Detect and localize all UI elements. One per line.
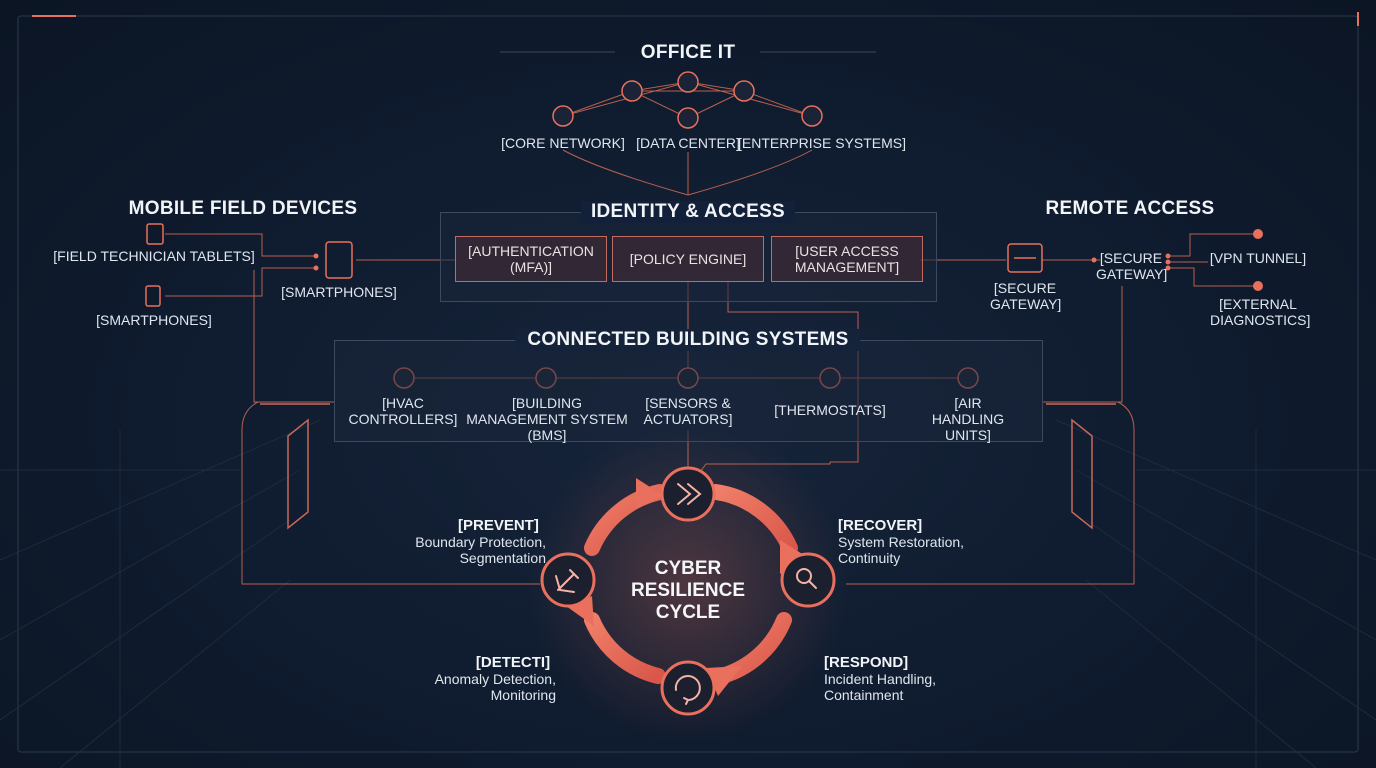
thermostats-label: [THERMOSTATS]: [774, 402, 886, 418]
gateway-icon: [1008, 244, 1042, 272]
detect-label: [DETECTI]: [475, 654, 551, 671]
enterprise-systems-label: [ENTERPRISE SYSTEMS]: [737, 135, 907, 151]
tablets-label: [FIELD TECHNICIAN TABLETS]: [53, 248, 255, 264]
authentication-box[interactable]: [AUTHENTICATION (MFA)]: [455, 236, 607, 282]
prevent-desc: Boundary Protection, Segmentation: [415, 534, 546, 566]
building-panel: [334, 340, 1043, 442]
smartphones-left-label: [SMARTPHONES]: [96, 312, 212, 328]
remote-title: REMOTE ACCESS: [1045, 198, 1215, 219]
mobile-title: MOBILE FIELD DEVICES: [128, 198, 358, 219]
identity-title: IDENTITY & ACCESS: [580, 201, 796, 223]
office-it-nodes: [552, 71, 823, 129]
recover-block: [RECOVER] System Restoration, Continuity: [838, 517, 978, 566]
smartphones-hub-label: [SMARTPHONES]: [281, 284, 397, 300]
cycle-nodes: [540, 466, 836, 716]
gateway-node-label: [SECURE GATEWAY]: [990, 280, 1062, 312]
device-icons: [145, 223, 1043, 307]
frame: [17, 12, 1359, 753]
user-access-box[interactable]: [USER ACCESS MANAGEMENT]: [771, 236, 923, 282]
hvac-label: [HVAC CONTROLLERS]: [348, 395, 458, 427]
user-access-label: [USER ACCESS MANAGEMENT]: [794, 243, 900, 275]
mobile-connectors: [165, 233, 540, 585]
tablet-icon: [147, 224, 163, 244]
smartphone-hub-icon: [326, 242, 352, 278]
office-it-title: OFFICE IT: [640, 42, 736, 63]
remote-connectors: [846, 233, 1258, 585]
side-panels: [260, 403, 1116, 530]
policy-engine-label: [POLICY ENGINE]: [629, 251, 747, 267]
recover-desc: System Restoration, Continuity: [838, 534, 965, 566]
cycle-node-icons: [555, 483, 817, 705]
authentication-label: [AUTHENTICATION (MFA)]: [468, 243, 594, 275]
respond-block: [RESPOND] Incident Handling, Containment: [824, 654, 954, 703]
respond-desc: Incident Handling, Containment: [824, 671, 937, 703]
cycle-title: CYBER RESILIENCE CYCLE: [630, 558, 746, 623]
prevent-label: [PREVENT]: [458, 517, 539, 534]
gateway-hub-label: [SECURE GATEWAY]: [1096, 250, 1168, 282]
building-title: CONNECTED BUILDING SYSTEMS: [515, 329, 861, 351]
data-center-label: [DATA CENTER]: [636, 135, 740, 151]
sensors-label: [SENSORS & ACTUATORS]: [643, 395, 733, 427]
detect-desc: Anomaly Detection, Monitoring: [434, 671, 556, 703]
core-network-label: [CORE NETWORK]: [501, 135, 625, 151]
detect-block: [DETECTI] Anomaly Detection, Monitoring: [420, 654, 556, 703]
smartphone-icon: [146, 286, 160, 306]
recover-label: [RECOVER]: [838, 517, 923, 534]
prevent-block: [PREVENT] Boundary Protection, Segmentat…: [400, 517, 546, 566]
vpn-label: [VPN TUNNEL]: [1209, 250, 1307, 266]
diagnostics-label: [EXTERNAL DIAGNOSTICS]: [1210, 296, 1311, 328]
policy-engine-box[interactable]: [POLICY ENGINE]: [612, 236, 764, 282]
cycle-glow: [528, 424, 848, 744]
air-handling-label: [AIR HANDLING UNITS]: [931, 395, 1005, 443]
respond-label: [RESPOND]: [824, 654, 909, 671]
bms-label: [BUILDING MANAGEMENT SYSTEM (BMS]: [466, 395, 628, 443]
